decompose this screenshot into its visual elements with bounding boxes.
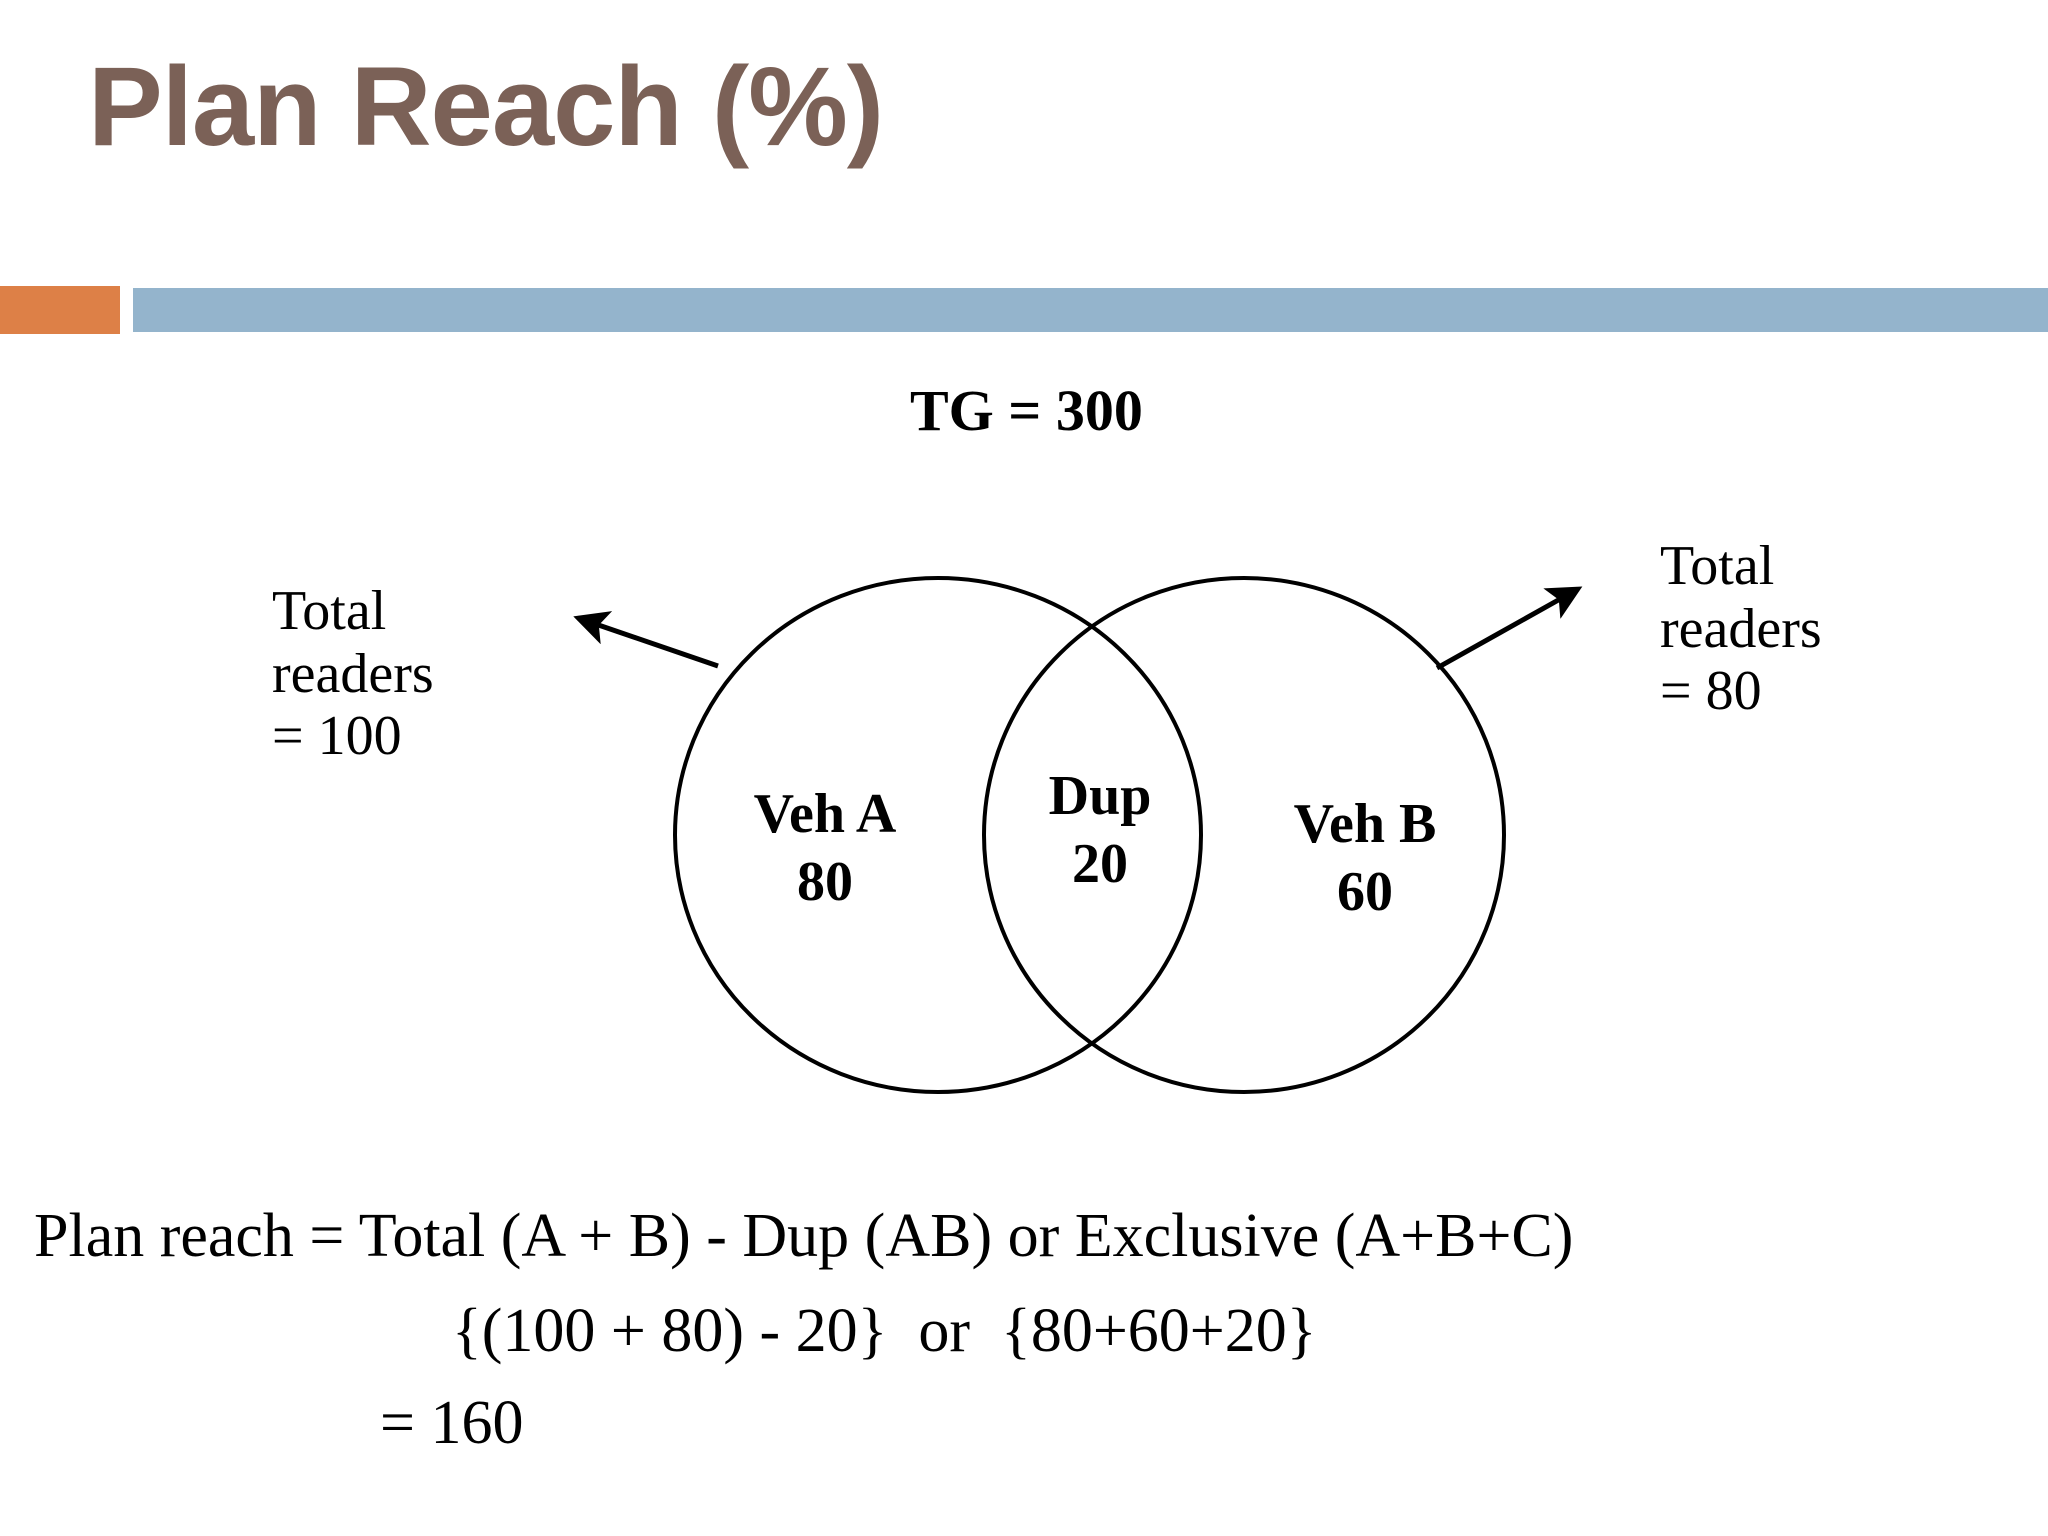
venn-label-vehicle-a: Veh A 80 — [753, 783, 897, 914]
universe-label: TG = 300 — [910, 378, 1143, 443]
arrow-left — [573, 611, 719, 669]
formula-line-3: = 160 — [380, 1389, 524, 1457]
formula-line-1: Plan reach = Total (A + B) - Dup (AB) or… — [34, 1202, 1574, 1270]
annotation-left-total-readers: Total readers = 100 — [272, 580, 434, 768]
accent-bar-orange — [0, 286, 120, 334]
venn-label-duplication: Dup 20 — [1048, 765, 1152, 896]
page-title: Plan Reach (%) — [88, 44, 884, 169]
formula-line-2: {(100 + 80) - 20} or {80+60+20} — [452, 1297, 1317, 1365]
divider-bar-blue — [133, 288, 2048, 332]
arrow-right — [1435, 586, 1583, 671]
venn-label-vehicle-b: Veh B 60 — [1293, 793, 1437, 924]
annotation-right-total-readers: Total readers = 80 — [1660, 535, 1822, 723]
